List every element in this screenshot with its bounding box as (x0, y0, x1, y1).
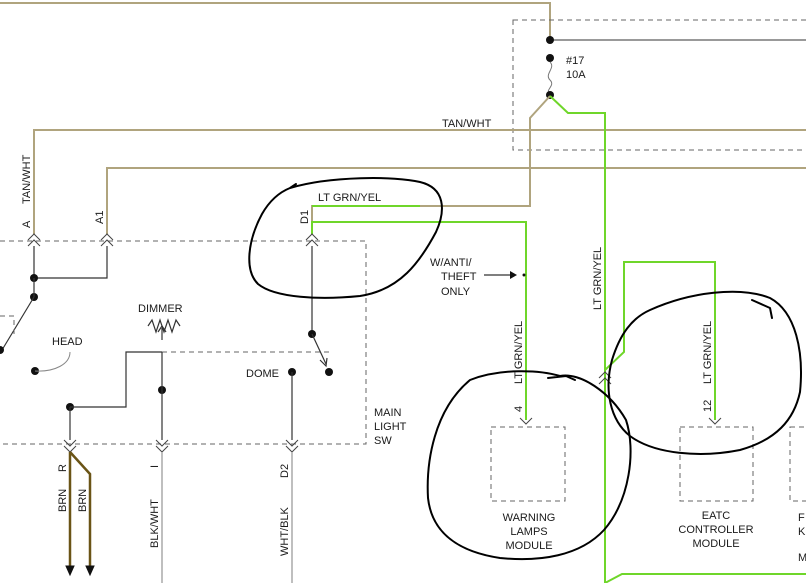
note-line3: ONLY (441, 286, 471, 298)
note-arrowhead (510, 271, 517, 279)
connector-d2 (285, 439, 299, 453)
fuse-feed-wire (0, 2, 551, 38)
switch-a-line (33, 246, 108, 279)
eatc-module-line2: CONTROLLER (678, 524, 753, 536)
note-line2: THEFT (441, 271, 477, 283)
brn-arrow-2 (85, 565, 95, 577)
tan-wire-second (106, 167, 806, 234)
tan-wht-label: TAN/WHT (442, 118, 492, 130)
warning-module-line2: LAMPS (510, 526, 547, 538)
switch-title-line2: LIGHT (374, 421, 407, 433)
tan-wire-to-fuse (311, 95, 551, 234)
warning-pin: 4 (513, 406, 525, 412)
brn-label-1: BRN (57, 489, 69, 512)
fuse-rating: 10A (566, 69, 586, 81)
warning-module-line1: WARNING (503, 512, 556, 524)
partial-module-line2: K (798, 526, 806, 538)
lt-grn-yel-right-label: LT GRN/YEL (592, 247, 604, 310)
partial-module-line1: F (798, 512, 805, 524)
eatc-module-line3: MODULE (692, 538, 739, 550)
brn-arrow-1 (65, 565, 75, 577)
note-dot (522, 273, 526, 277)
switch-a-dashed-box (0, 315, 15, 336)
tan-wht-vertical-label: TAN/WHT (21, 154, 33, 204)
ink-circle-d1 (248, 177, 443, 299)
lt-grn-yel-warning-label: LT GRN/YEL (513, 321, 525, 384)
eatc-pin: 12 (702, 400, 714, 412)
brn-label-2: BRN (77, 489, 89, 512)
switch-dome-label: DOME (246, 368, 279, 380)
tan-wht-wire-main (33, 129, 806, 234)
warning-lamps-module-box (490, 426, 566, 502)
connector-i (155, 439, 169, 453)
switch-title-line1: MAIN (374, 407, 402, 419)
pin-d2: D2 (279, 464, 291, 478)
d1-blade-arrow (319, 357, 328, 368)
ink-circle-warning (426, 370, 632, 561)
connector-warning (519, 417, 533, 425)
brn-wire-2 (69, 451, 92, 568)
fuse-element (547, 61, 553, 95)
connector-d1 (305, 233, 319, 247)
dimmer-resistor (147, 318, 181, 334)
pin-r: R (57, 464, 69, 472)
wht-blk-label: WHT/BLK (279, 506, 291, 556)
head-arc (34, 351, 71, 372)
ink-circle-eatc (607, 290, 802, 455)
lt-grn-yel-eatc-label: LT GRN/YEL (702, 321, 714, 384)
lt-grn-yel-wire-warning (311, 221, 527, 420)
dimmer-wiper-arrow (157, 324, 167, 340)
main-light-switch-outline (0, 240, 367, 445)
d1-lower-contact (325, 368, 333, 376)
connector-r (63, 439, 77, 453)
lt-grn-yel-top-label: LT GRN/YEL (318, 192, 381, 204)
switch-head-label: HEAD (52, 336, 83, 348)
switch-left-contact (0, 346, 4, 354)
partial-module-box (789, 426, 806, 502)
fuse-box-outline (512, 19, 806, 151)
green-wire-bottom (604, 573, 806, 583)
lt-grn-yel-wire-eatc (604, 261, 716, 420)
pin-i: I (149, 465, 161, 468)
pin-a1: A1 (94, 211, 106, 224)
fuse-number: #17 (566, 55, 584, 67)
head-line (70, 351, 162, 408)
d1-blade (311, 333, 327, 365)
warning-module-line3: MODULE (505, 540, 552, 552)
switch-dimmer-label: DIMMER (138, 303, 183, 315)
partial-module-line3: M (798, 552, 806, 564)
switch-title-line3: SW (374, 435, 392, 447)
switch-a-blade (1, 296, 35, 351)
pin-a: A (21, 220, 33, 228)
connector-a (27, 233, 41, 247)
eatc-module-box (679, 426, 754, 502)
blk-wht-label: BLK/WHT (149, 499, 161, 548)
connector-eatc (708, 417, 722, 425)
note-line1: W/ANTI/ (430, 257, 472, 269)
connector-a1 (100, 233, 114, 247)
eatc-module-line1: EATC (702, 510, 731, 522)
pin-d1: D1 (299, 210, 311, 224)
lt-grn-yel-wire-right (549, 95, 606, 583)
fuse-top-terminal (546, 36, 554, 44)
fuse-upper-terminal (546, 54, 554, 62)
